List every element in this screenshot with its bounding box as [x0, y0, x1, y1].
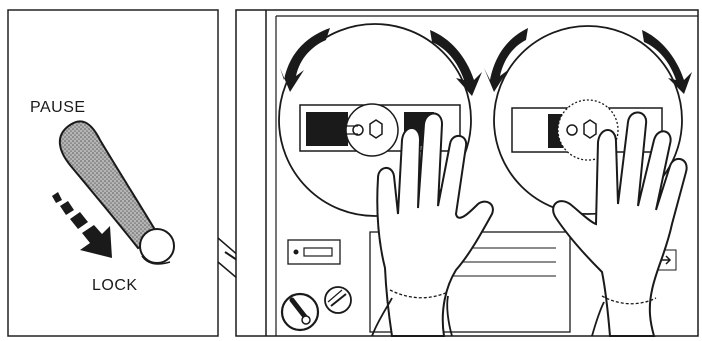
- tape-recorder: [236, 10, 698, 336]
- pause-label: PAUSE: [30, 99, 86, 116]
- pause-knob: [282, 294, 318, 330]
- secondary-knob: [325, 287, 351, 313]
- lock-label: LOCK: [92, 277, 138, 294]
- callout-panel: PAUSE LOCK: [8, 10, 218, 336]
